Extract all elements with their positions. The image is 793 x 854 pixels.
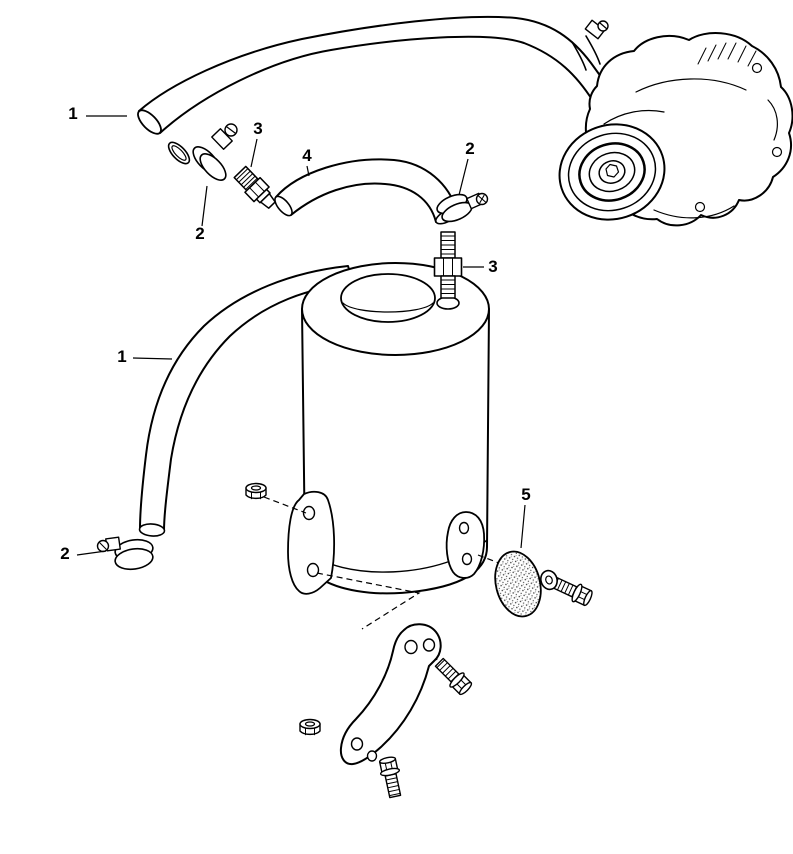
callout-label: 5 [521,485,530,504]
callout-label: 2 [60,544,69,563]
air-pump-assembly [558,32,793,227]
callout-lower-hose: 1 [117,347,173,366]
callout-upper-hose-clamp: 2 [195,185,208,243]
pump-inlet-clamp [571,19,609,71]
callout-canister-fitting: 3 [463,257,498,276]
gasket [494,550,542,618]
callout-label: 1 [68,104,77,123]
upper-hose [137,15,605,135]
bracket-bolt [431,654,475,698]
callout-label: 3 [253,119,262,138]
bracket-lower-bolt [376,755,406,800]
hex-nut-lower [299,718,321,736]
canister-left-tab [287,490,336,595]
hex-nut-upper [245,482,267,500]
washer [540,569,558,591]
upper-hose-clamp [192,123,238,181]
callout-label: 3 [488,257,497,276]
callout-elbow-hose: 4 [302,146,312,177]
callout-label: 1 [117,347,126,366]
callout-upper-fitting: 3 [250,119,263,168]
canister-right-boss [445,511,486,579]
canister-clamp [436,192,489,223]
canister-fitting [433,231,463,299]
callout-label: 2 [465,139,474,158]
callout-canister-clamp: 2 [458,139,475,196]
elbow-hose [274,158,459,225]
upper-fitting [233,165,276,209]
callout-gasket: 5 [520,485,531,549]
callout-upper-hose: 1 [68,104,127,123]
lower-bracket [339,623,442,766]
filter-canister [287,262,490,595]
hose-end-ring [167,141,191,165]
pulley-bolt [605,163,620,178]
callout-lower-hose-clamp: 2 [60,544,107,563]
lower-hose [138,265,355,537]
callout-label: 2 [195,224,204,243]
callout-label: 4 [302,146,312,165]
lower-hose-clamp [96,536,154,571]
callouts: 1 2 3 4 2 3 1 2 [60,104,530,563]
